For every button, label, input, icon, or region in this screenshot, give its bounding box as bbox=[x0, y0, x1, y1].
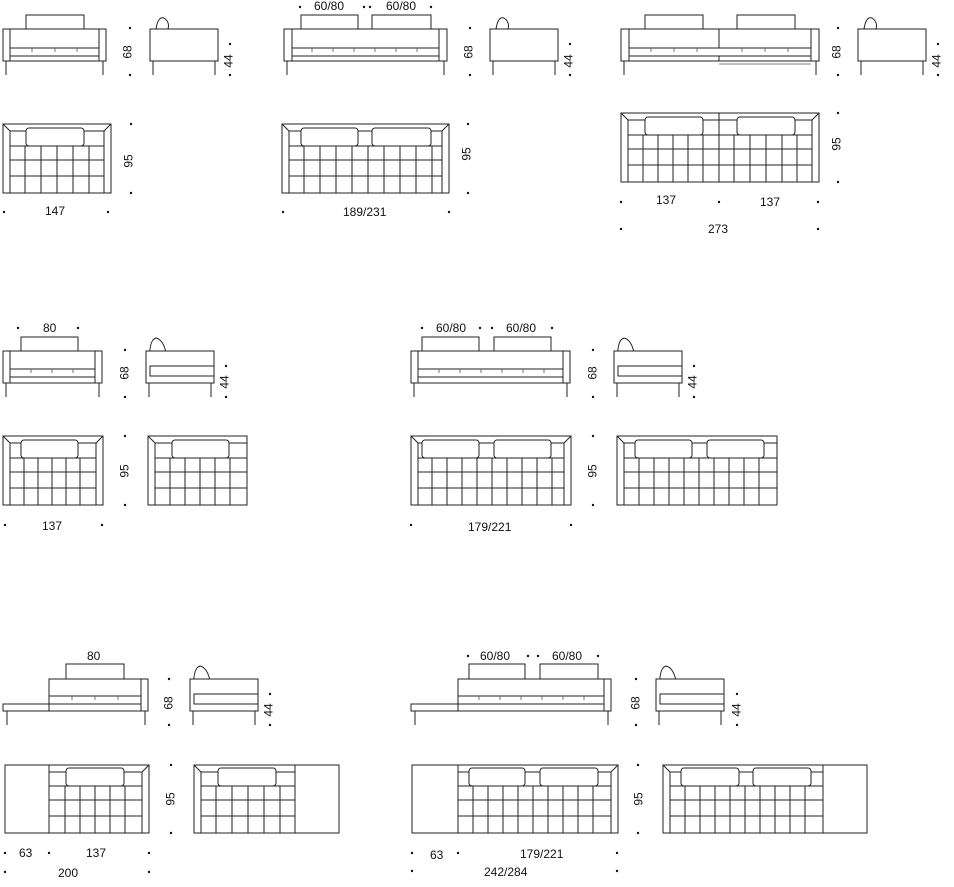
row3-a-depth-label: 95 bbox=[163, 792, 178, 806]
row1-a-height-label: 68 bbox=[120, 45, 135, 59]
row2-b-depth-label: 95 bbox=[585, 464, 600, 478]
sofa-a-front-view bbox=[2, 14, 107, 75]
row2-b-cushion2-label: 60/80 bbox=[506, 321, 537, 335]
sofa-g-module-plan-view bbox=[662, 764, 868, 834]
row1-b-cushion2-label: 60/80 bbox=[386, 0, 417, 13]
sofa-c-front-view bbox=[620, 14, 820, 75]
sofa-f-module-plan-view bbox=[193, 764, 340, 834]
row2-b-height-label: 68 bbox=[585, 366, 600, 380]
row1-b-width-label: 189/231 bbox=[343, 205, 387, 219]
row3-b-cushion2-label: 60/80 bbox=[552, 649, 583, 663]
row3-b-cushion1-label: 60/80 bbox=[480, 649, 511, 663]
sofa-f-side-view bbox=[189, 665, 259, 725]
sofa-e-plan-view bbox=[410, 435, 572, 506]
row1-a-depth-label: 95 bbox=[121, 154, 136, 168]
sofa-e-module-plan-view bbox=[616, 435, 778, 506]
sofa-f-front-view bbox=[2, 663, 149, 725]
row1-c-width2-label: 137 bbox=[760, 195, 781, 209]
row3-a-total-label: 200 bbox=[58, 866, 79, 880]
row3-b-height-label: 68 bbox=[628, 696, 643, 710]
sofa-e-front-view bbox=[410, 336, 571, 397]
row1-b-cushion1-label: 60/80 bbox=[314, 0, 345, 13]
sofa-d-front-view bbox=[2, 336, 103, 397]
row1-b-depth-label: 95 bbox=[459, 147, 474, 161]
sofa-a-plan-view bbox=[2, 123, 112, 194]
row1-c-width1-label: 137 bbox=[656, 193, 677, 207]
row2-a-cushion-label: 80 bbox=[43, 321, 57, 335]
row3-b-ext-label: 63 bbox=[430, 848, 444, 862]
sofa-d-side-view bbox=[145, 337, 215, 397]
sofa-b-front-view bbox=[283, 14, 448, 75]
row2-a-depth-label: 95 bbox=[117, 464, 132, 478]
row1-a-seat-label: 44 bbox=[221, 54, 236, 68]
sofa-c-side-view bbox=[857, 17, 927, 75]
row2-b-width-label: 179/221 bbox=[468, 520, 512, 534]
row3-a-seat-label: 44 bbox=[261, 703, 276, 717]
row2-a-seat-label: 44 bbox=[217, 375, 232, 389]
row2-b-seat-label: 44 bbox=[685, 375, 700, 389]
sofa-g-plan-view bbox=[411, 764, 619, 834]
row1-c-height-label: 68 bbox=[829, 45, 844, 59]
sofa-d-plan-view bbox=[2, 435, 104, 506]
row3-b-depth-label: 95 bbox=[631, 792, 646, 806]
row1-c-total-label: 273 bbox=[708, 222, 729, 236]
row2-a-width-label: 137 bbox=[42, 519, 63, 533]
sofa-g-side-view bbox=[655, 665, 725, 725]
sofa-g-front-view bbox=[410, 663, 612, 725]
row3-b-width-label: 179/221 bbox=[520, 847, 564, 861]
row3-a-width-label: 137 bbox=[86, 846, 107, 860]
row1-c-seat-label: 44 bbox=[929, 54, 944, 68]
row1-c-depth-label: 95 bbox=[829, 137, 844, 151]
row1-b-height-label: 68 bbox=[461, 45, 476, 59]
sofa-c-plan-view bbox=[620, 112, 820, 183]
row3-a-ext-label: 63 bbox=[19, 846, 33, 860]
row2-b-cushion1-label: 60/80 bbox=[436, 321, 467, 335]
row3-a-height-label: 68 bbox=[161, 696, 176, 710]
row3-b-total-label: 242/284 bbox=[484, 865, 528, 879]
sofa-b-plan-view bbox=[281, 123, 450, 194]
sofa-b-side-view bbox=[489, 17, 559, 75]
sofa-a-side-view bbox=[149, 17, 219, 75]
sofa-e-side-view bbox=[613, 337, 683, 397]
row3-b-seat-label: 44 bbox=[729, 703, 744, 717]
row3-a-cushion-label: 80 bbox=[87, 649, 101, 663]
dimension-dots bbox=[2, 5, 940, 874]
sofa-d-module-plan-view bbox=[147, 435, 248, 506]
row1-b-seat-label: 44 bbox=[561, 54, 576, 68]
row1-a-width-label: 147 bbox=[45, 204, 66, 218]
row2-a-height-label: 68 bbox=[117, 366, 132, 380]
sofa-f-plan-view bbox=[4, 764, 150, 834]
